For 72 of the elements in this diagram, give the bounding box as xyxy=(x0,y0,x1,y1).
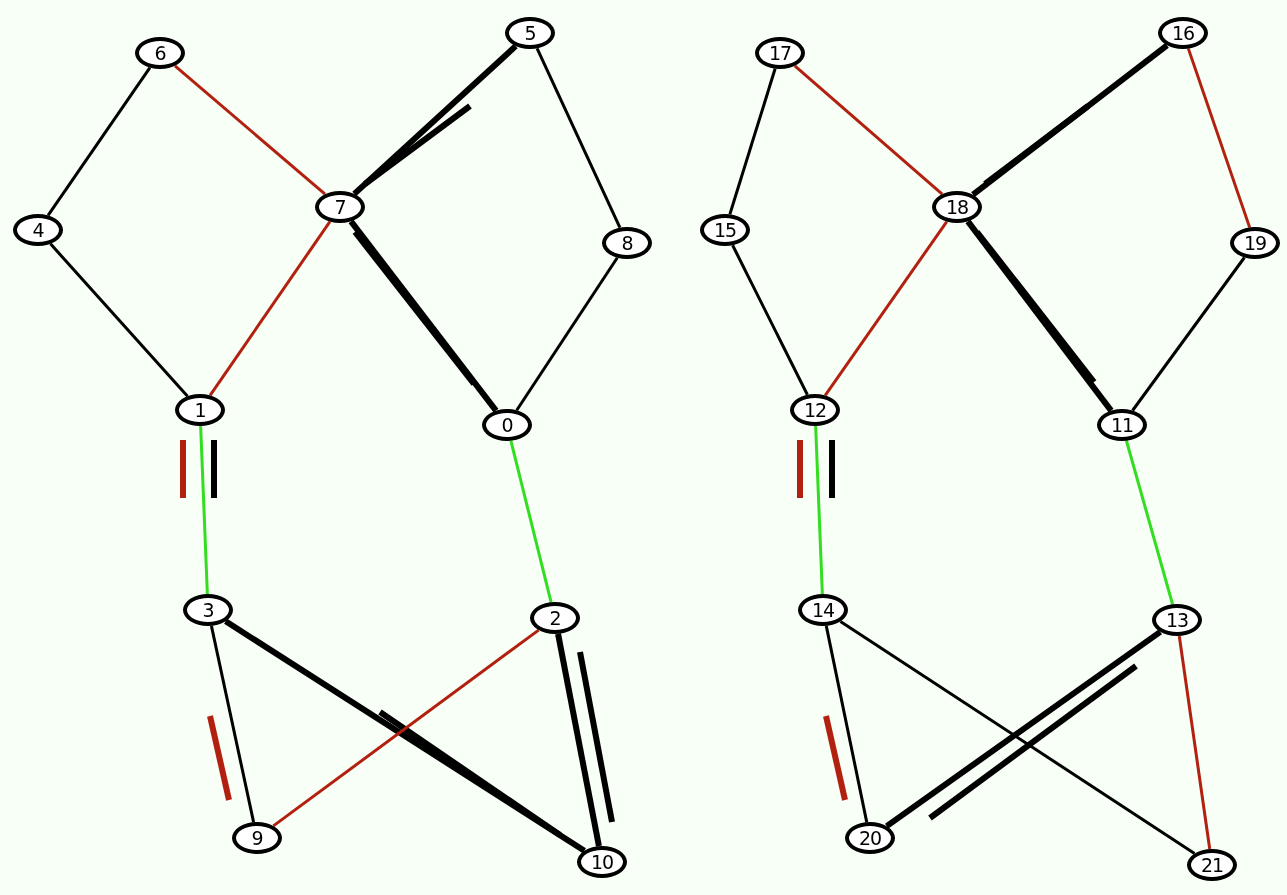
connector-line xyxy=(46,66,152,217)
node-number: 20 xyxy=(858,828,882,848)
node-circle xyxy=(700,214,750,246)
connector-line xyxy=(824,625,869,823)
node-number: 10 xyxy=(590,852,614,872)
connector-line xyxy=(174,64,326,196)
connector-line xyxy=(535,47,622,229)
node-circle xyxy=(1187,849,1237,881)
connector-line xyxy=(49,242,189,398)
connector-line xyxy=(509,440,553,603)
node-number: 0 xyxy=(501,415,513,435)
connector-line xyxy=(515,256,619,412)
node-number: 19 xyxy=(1243,233,1267,253)
node-circle xyxy=(232,822,282,854)
node-circle xyxy=(790,394,840,426)
connector-line xyxy=(731,244,809,396)
node-number: 7 xyxy=(334,197,346,217)
node-number: 13 xyxy=(1165,610,1189,630)
node-circle xyxy=(1097,409,1147,441)
connector-line xyxy=(971,42,1169,198)
node-number: 11 xyxy=(1110,415,1134,435)
connector-line xyxy=(814,425,824,595)
connector-line xyxy=(824,220,948,397)
node-circle xyxy=(798,594,848,626)
node-circle xyxy=(315,191,365,223)
node-circle xyxy=(1152,604,1202,636)
node-circle xyxy=(932,191,982,223)
connector-line xyxy=(1177,635,1212,850)
node-number: 17 xyxy=(768,43,792,63)
node-number: 9 xyxy=(251,828,263,848)
node-number: 16 xyxy=(1171,23,1195,43)
connector-line xyxy=(352,43,518,197)
connector-line xyxy=(1186,48,1252,228)
connector-line xyxy=(348,219,499,413)
connector-line xyxy=(793,64,944,196)
connector-line xyxy=(965,219,1114,413)
node-circle xyxy=(755,37,805,69)
node-circle xyxy=(482,409,532,441)
connector-line xyxy=(728,68,777,215)
node-number: 5 xyxy=(524,23,536,43)
node-circle xyxy=(602,227,652,259)
node-number: 1 xyxy=(194,400,206,420)
connector-line xyxy=(209,625,256,823)
node-number: 18 xyxy=(945,197,969,217)
connector-line xyxy=(1131,256,1246,412)
connector-line xyxy=(555,633,602,847)
connector-line xyxy=(272,628,540,828)
node-number: 21 xyxy=(1200,855,1224,875)
node-number: 8 xyxy=(621,233,633,253)
node-number: 2 xyxy=(549,608,561,628)
node-circle xyxy=(530,602,580,634)
node-number: 15 xyxy=(713,220,737,240)
node-number: 6 xyxy=(154,43,166,63)
node-circle xyxy=(845,822,895,854)
connector-line xyxy=(1125,440,1174,605)
connector-line xyxy=(208,220,332,397)
node-number: 12 xyxy=(803,400,827,420)
connector-line xyxy=(839,620,1196,855)
node-circle xyxy=(577,846,627,878)
connector-line xyxy=(224,618,586,854)
node-circle xyxy=(135,37,185,69)
node-number: 4 xyxy=(32,220,44,240)
node-number: 14 xyxy=(811,600,835,620)
connector-line xyxy=(885,629,1162,829)
node-circle xyxy=(1230,227,1280,259)
node-circle xyxy=(505,17,555,49)
connector-line xyxy=(199,425,209,595)
node-circle xyxy=(13,214,63,246)
node-circle xyxy=(175,394,225,426)
node-number: 3 xyxy=(202,600,214,620)
node-circle xyxy=(1158,17,1208,49)
node-circle xyxy=(183,594,233,626)
